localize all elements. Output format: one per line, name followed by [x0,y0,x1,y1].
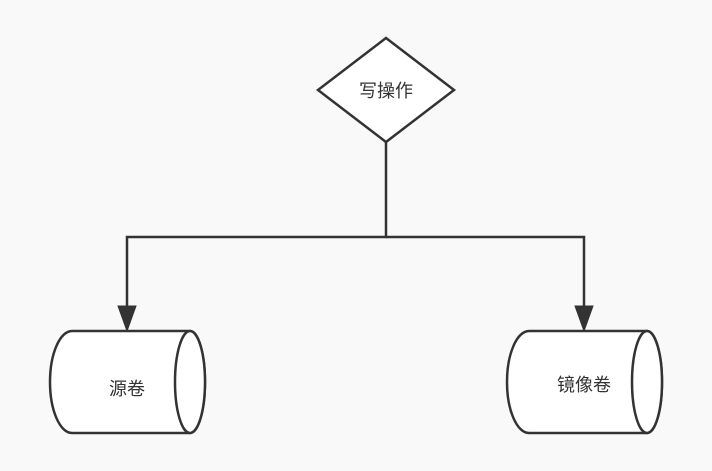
cylinder-end-shape [173,329,207,435]
decision-diamond-shape [315,36,457,144]
arrowhead-source [117,305,137,333]
mirror-volume-label: 镜像卷 [557,375,611,396]
source-volume-label: 源卷 [109,379,145,400]
edge-write-to-source [125,142,388,308]
source-volume-node[interactable]: 源卷 [48,329,207,435]
arrowhead-mirror [574,305,594,333]
write-operation-label: 写操作 [359,81,413,102]
mirror-volume-node[interactable]: 镜像卷 [505,329,664,435]
connectors [117,142,594,333]
cylinder-end-shape [630,329,664,435]
edge-write-to-mirror [386,235,586,308]
write-operation-node[interactable]: 写操作 [315,36,457,144]
